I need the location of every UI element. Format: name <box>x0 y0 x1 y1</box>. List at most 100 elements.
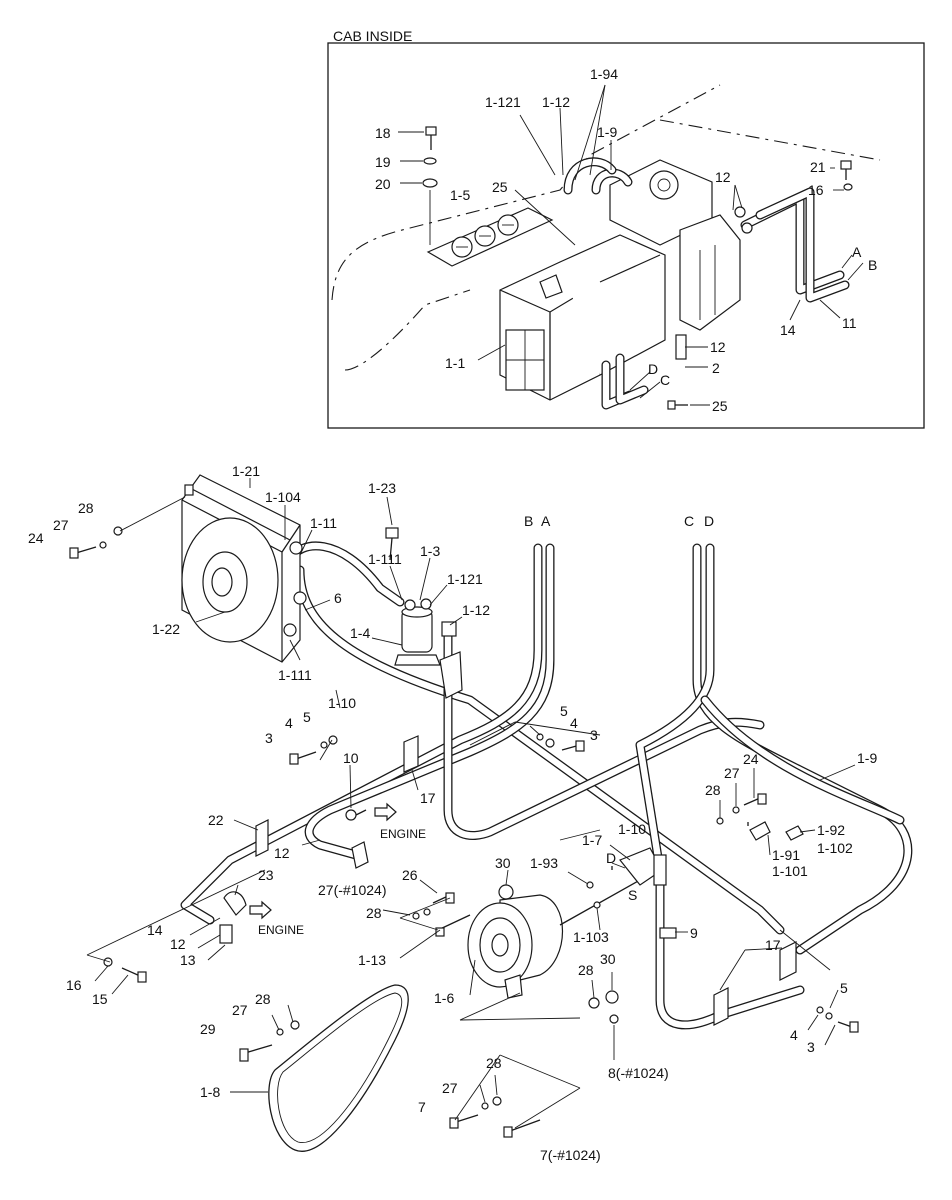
label-24-top-left: 24 <box>28 530 44 546</box>
label-15: 15 <box>92 991 108 1007</box>
label-1-4: 1-4 <box>350 625 370 641</box>
engine-label-2: ENGINE <box>258 923 304 937</box>
label-1-8: 1-8 <box>200 1084 220 1100</box>
label-D-inset: D <box>648 361 658 377</box>
label-27-right: 27 <box>724 765 740 781</box>
label-1-121: 1-121 <box>485 94 521 110</box>
label-1-94: 1-94 <box>590 66 618 82</box>
label-1-9: 1-9 <box>857 750 877 766</box>
label-14-inset: 14 <box>780 322 796 338</box>
label-29: 29 <box>200 1021 216 1037</box>
label-1-102: 1-102 <box>817 840 853 856</box>
label-A-inset: A <box>852 244 862 260</box>
label-27-top-left: 27 <box>53 517 69 533</box>
label-30-top: 30 <box>495 855 511 871</box>
engine-arrows: ENGINE ENGINE <box>249 802 426 937</box>
cab-outline <box>331 84 881 371</box>
label-20: 20 <box>375 176 391 192</box>
label-25-top: 25 <box>492 179 508 195</box>
inset-leaders <box>398 84 864 406</box>
label-1-111-bottom: 1-111 <box>278 667 312 683</box>
label-30-bottom: 30 <box>600 951 616 967</box>
inset-title: CAB INSIDE <box>333 28 412 44</box>
receiver-dryer <box>394 598 463 699</box>
label-1-3: 1-3 <box>420 543 440 559</box>
compressor <box>467 847 667 999</box>
main-leaders <box>94 478 856 1103</box>
label-9: 9 <box>690 925 698 941</box>
label-1-5: 1-5 <box>450 187 470 203</box>
label-28-right: 28 <box>705 782 721 798</box>
control-panel <box>426 207 554 267</box>
label-28-bottom: 28 <box>486 1055 502 1071</box>
inset-frame <box>327 42 925 429</box>
label-1-104: 1-104 <box>265 489 301 505</box>
label-16-inset: 16 <box>808 182 824 198</box>
hose-lines <box>180 541 913 1030</box>
label-1-103: 1-103 <box>573 929 609 945</box>
label-6: 6 <box>334 590 342 606</box>
label-A: A <box>541 513 551 529</box>
label-1-22: 1-22 <box>152 621 180 637</box>
label-1-12: 1-12 <box>462 602 490 618</box>
label-28-belt: 28 <box>255 991 271 1007</box>
heater-unit <box>499 159 741 401</box>
label-2: 2 <box>712 360 720 376</box>
group-lines <box>86 721 831 1129</box>
label-26: 26 <box>402 867 418 883</box>
label-C: C <box>684 513 694 529</box>
label-D: D <box>704 513 714 529</box>
label-5-mid: 5 <box>560 703 568 719</box>
label-7: 7 <box>418 1099 426 1115</box>
label-1-10-bottom: 1-10 <box>618 821 646 837</box>
label-1-7: 1-7 <box>582 832 602 848</box>
brackets <box>219 735 797 1026</box>
label-22: 22 <box>208 812 224 828</box>
label-1-111-top: 1-111 <box>368 551 402 567</box>
label-3-mid: 3 <box>590 727 598 743</box>
main-labels: 1-21 28 27 24 1-104 1-11 1-23 1-111 1-3 … <box>28 463 877 1163</box>
label-12-mid: 12 <box>274 845 290 861</box>
label-B: B <box>524 513 533 529</box>
v-belt <box>268 984 409 1152</box>
label-1-101: 1-101 <box>772 863 808 879</box>
label-27-1024: 27(-#1024) <box>318 882 387 898</box>
label-B-inset: B <box>868 257 877 273</box>
label-17-left: 17 <box>420 790 436 806</box>
label-1-13: 1-13 <box>358 952 386 968</box>
label-16: 16 <box>66 977 82 993</box>
label-14: 14 <box>147 922 163 938</box>
label-7-1024: 7(-#1024) <box>540 1147 601 1163</box>
label-1-91: 1-91 <box>772 847 800 863</box>
label-1-11: 1-11 <box>310 515 337 531</box>
label-24-right: 24 <box>743 751 759 767</box>
label-1-1: 1-1 <box>445 355 465 371</box>
label-1-121: 1-121 <box>447 571 483 587</box>
label-28-mid: 28 <box>366 905 382 921</box>
label-13: 13 <box>180 952 196 968</box>
label-S: S <box>628 887 637 903</box>
label-3-right: 3 <box>807 1039 815 1055</box>
condenser-assembly <box>181 474 307 663</box>
label-5-right: 5 <box>840 980 848 996</box>
label-4-left: 4 <box>285 715 293 731</box>
label-12-bottom: 12 <box>710 339 726 355</box>
label-8-1024: 8(-#1024) <box>608 1065 669 1081</box>
label-18: 18 <box>375 125 391 141</box>
label-3-left: 3 <box>265 730 273 746</box>
label-1-12: 1-12 <box>542 94 570 110</box>
label-11: 11 <box>842 315 857 331</box>
label-12-top: 12 <box>715 169 731 185</box>
label-25-bottom: 25 <box>712 398 728 414</box>
label-1-93: 1-93 <box>530 855 558 871</box>
label-4-mid: 4 <box>570 715 578 731</box>
label-12-bottom: 12 <box>170 936 186 952</box>
label-1-6: 1-6 <box>434 990 454 1006</box>
label-4-right: 4 <box>790 1027 798 1043</box>
label-19: 19 <box>375 154 391 170</box>
label-5-left: 5 <box>303 709 311 725</box>
label-1-10-top: 1-10 <box>328 695 356 711</box>
label-27-bottom: 27 <box>442 1080 458 1096</box>
label-C-inset: C <box>660 372 670 388</box>
